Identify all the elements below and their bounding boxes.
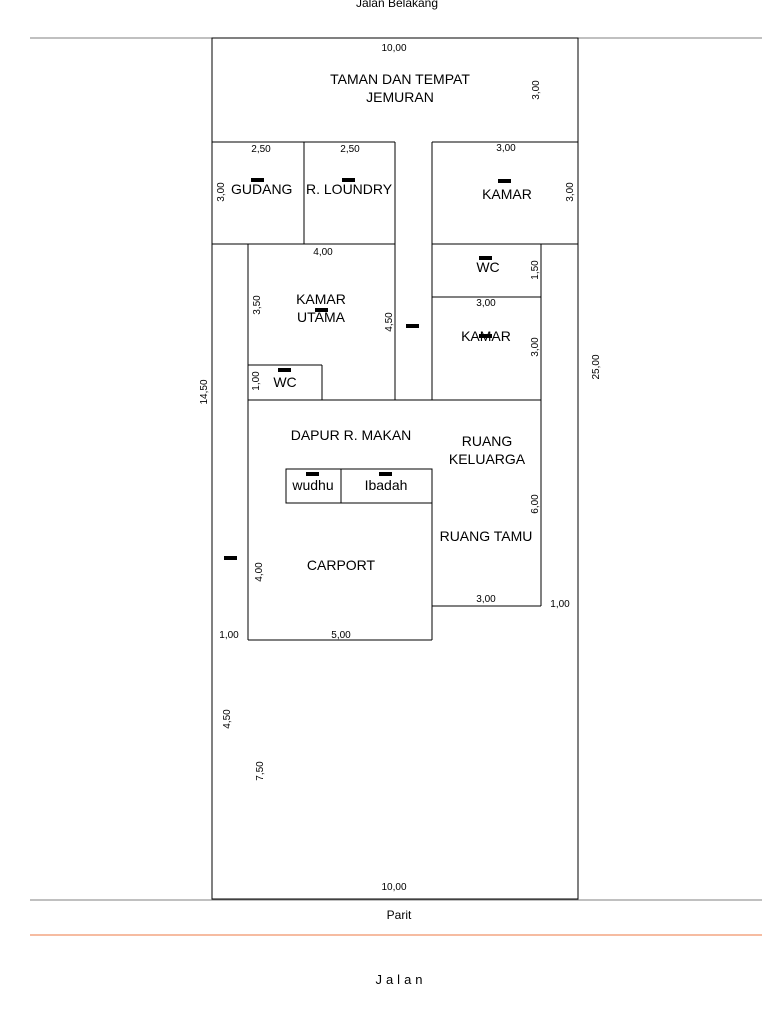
dim-top-width: 10,00 bbox=[381, 43, 406, 54]
door-mark bbox=[498, 179, 511, 183]
dim-left-offset: 1,00 bbox=[219, 630, 239, 641]
room-bedroom-mid: KAMAR bbox=[461, 328, 511, 344]
dim-total-depth: 25,00 bbox=[591, 354, 602, 379]
ditch-label: Parit bbox=[387, 908, 412, 922]
door-mark bbox=[224, 556, 237, 560]
dim-garden-depth: 3,00 bbox=[531, 80, 542, 100]
room-garden: TAMAN DAN TEMPAT bbox=[330, 71, 470, 87]
dim-carport-depth: 4,00 bbox=[254, 562, 265, 582]
dim-right-offset: 1,00 bbox=[550, 599, 570, 610]
dim-bedroom-mid-depth: 3,00 bbox=[530, 337, 541, 357]
room-wudhu: wudhu bbox=[291, 477, 333, 493]
dim-master-depth: 3,50 bbox=[252, 295, 263, 315]
walls bbox=[211, 37, 579, 900]
door-mark bbox=[342, 178, 355, 182]
dim-storage-width: 2,50 bbox=[251, 144, 271, 155]
door-mark bbox=[479, 334, 492, 338]
room-wc-right: WC bbox=[476, 259, 499, 275]
door-mark bbox=[315, 308, 328, 312]
door-mark bbox=[406, 324, 419, 328]
dim-wc-master-depth: 1,00 bbox=[251, 371, 262, 391]
dim-corridor-depth: 4,50 bbox=[384, 312, 395, 332]
room-guest: RUANG TAMU bbox=[440, 528, 533, 544]
door-mark bbox=[306, 472, 319, 476]
dim-laundry-width: 2,50 bbox=[340, 144, 360, 155]
room-master-2: UTAMA bbox=[297, 309, 346, 325]
dim-carport-width: 5,00 bbox=[331, 630, 351, 641]
room-laundry: R. LOUNDRY bbox=[306, 181, 393, 197]
room-kitchen: DAPUR R. MAKAN bbox=[291, 427, 412, 443]
door-marks bbox=[224, 178, 511, 560]
lot-outline bbox=[211, 37, 579, 900]
dim-guest-width: 3,00 bbox=[476, 594, 496, 605]
room-garden-2: JEMURAN bbox=[366, 89, 434, 105]
door-mark bbox=[479, 256, 492, 260]
dim-front-depth-a: 4,50 bbox=[222, 709, 233, 729]
door-mark bbox=[379, 472, 392, 476]
room-bedroom-back: KAMAR bbox=[482, 186, 532, 202]
dim-wc-right-depth: 1,50 bbox=[530, 260, 541, 280]
dim-bedroom-back-width: 3,00 bbox=[496, 143, 516, 154]
dim-bedroom-back-depth: 3,00 bbox=[565, 182, 576, 202]
room-family-2: KELUARGA bbox=[449, 451, 526, 467]
room-prayer: Ibadah bbox=[365, 477, 408, 493]
dim-master-width: 4,00 bbox=[313, 247, 333, 258]
room-wc-master: WC bbox=[273, 374, 296, 390]
dim-storage-depth: 3,00 bbox=[216, 182, 227, 202]
room-master-1: KAMAR bbox=[296, 291, 346, 307]
dim-front-depth-b: 7,50 bbox=[255, 761, 266, 781]
dim-bottom-width: 10,00 bbox=[381, 882, 406, 893]
back-road-label: Jalan Belakang bbox=[356, 0, 438, 10]
dim-bedroom-mid-width: 3,00 bbox=[476, 298, 496, 309]
room-carport: CARPORT bbox=[307, 557, 376, 573]
room-family-1: RUANG bbox=[462, 433, 513, 449]
room-storage: GUDANG bbox=[231, 181, 292, 197]
dim-left-depth: 14,50 bbox=[199, 379, 210, 404]
door-mark bbox=[251, 178, 264, 182]
door-mark bbox=[278, 368, 291, 372]
dim-family-depth: 6,00 bbox=[530, 494, 541, 514]
front-road-label: Jalan bbox=[375, 972, 426, 987]
